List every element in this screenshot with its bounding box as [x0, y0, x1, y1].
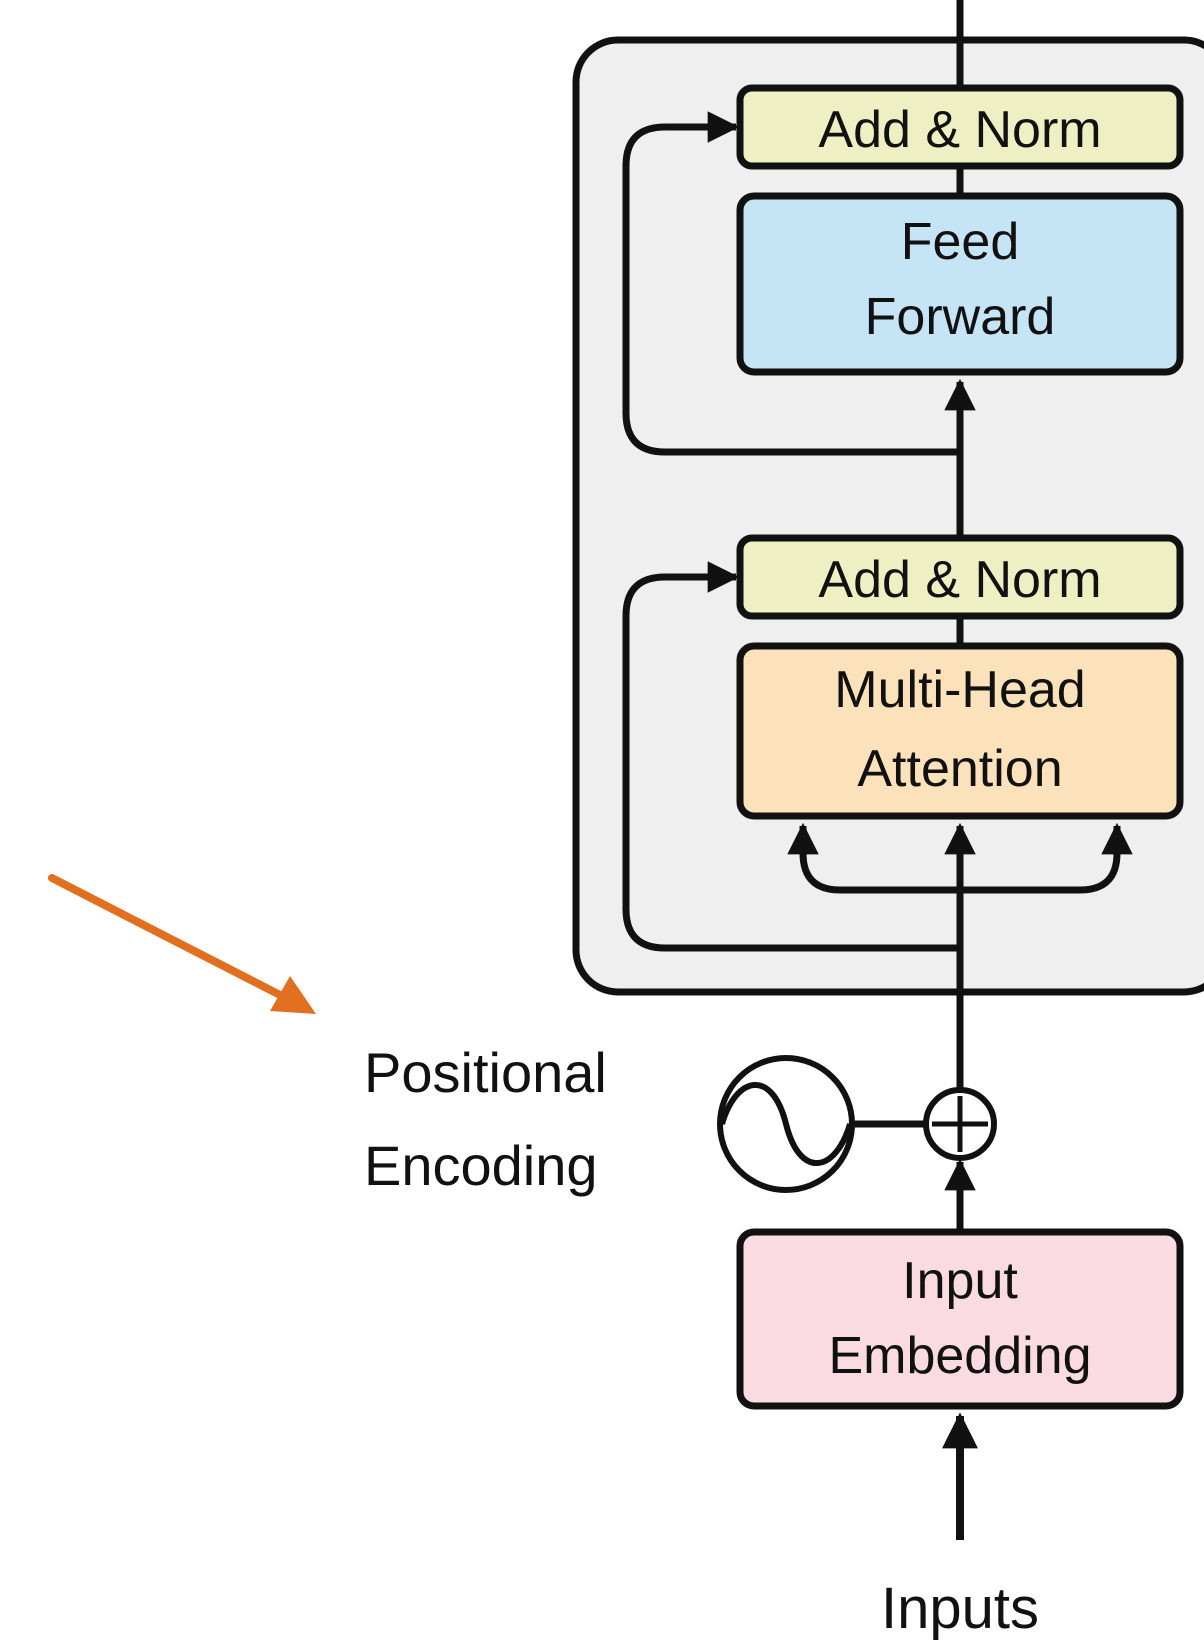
add-norm-label-bottom: Add & Norm	[818, 551, 1101, 609]
residual-connection-attention	[622, 561, 960, 952]
residual-connection-feed-forward	[622, 111, 960, 456]
input-embedding-label-line1: Input	[902, 1252, 1018, 1310]
add-norm-block-top: Add & Norm	[736, 84, 1184, 170]
arrow-into-attention-right	[960, 822, 1133, 894]
positional-encoding-node	[717, 1055, 855, 1193]
arrow-into-attention-left	[787, 822, 960, 894]
annotation-arrow-head	[270, 976, 316, 1014]
annotation-arrow	[48, 874, 316, 1014]
feed-forward-block: Feed Forward	[736, 192, 1184, 376]
input-embedding-label-line2: Embedding	[828, 1327, 1091, 1385]
sine-wave-icon	[719, 1082, 853, 1166]
add-norm-label-top: Add & Norm	[818, 101, 1101, 159]
multi-head-attention-box	[736, 642, 1184, 820]
multi-head-attention-block: Multi-Head Attention	[736, 642, 1184, 820]
input-embedding-block: Input Embedding	[736, 1228, 1184, 1410]
feed-forward-label-line1: Feed	[901, 213, 1020, 271]
positional-encoding-label-line2: Encoding	[364, 1134, 598, 1197]
positional-encoding-label-line1: Positional	[364, 1041, 607, 1104]
sum-node	[923, 1087, 997, 1161]
add-norm-block-bottom: Add & Norm	[736, 534, 1184, 620]
encoder-panel	[572, 36, 1204, 996]
add-norm-box-bottom	[736, 534, 1184, 620]
feed-forward-box	[736, 192, 1184, 376]
input-embedding-box	[736, 1228, 1184, 1410]
feed-forward-label-line2: Forward	[865, 288, 1056, 346]
inputs-label: Inputs	[881, 1576, 1039, 1641]
add-norm-box-top	[736, 84, 1184, 170]
annotation-arrow-shaft	[48, 874, 286, 1000]
multi-head-attention-label-line2: Attention	[857, 740, 1062, 798]
multi-head-attention-label-line1: Multi-Head	[834, 661, 1085, 719]
